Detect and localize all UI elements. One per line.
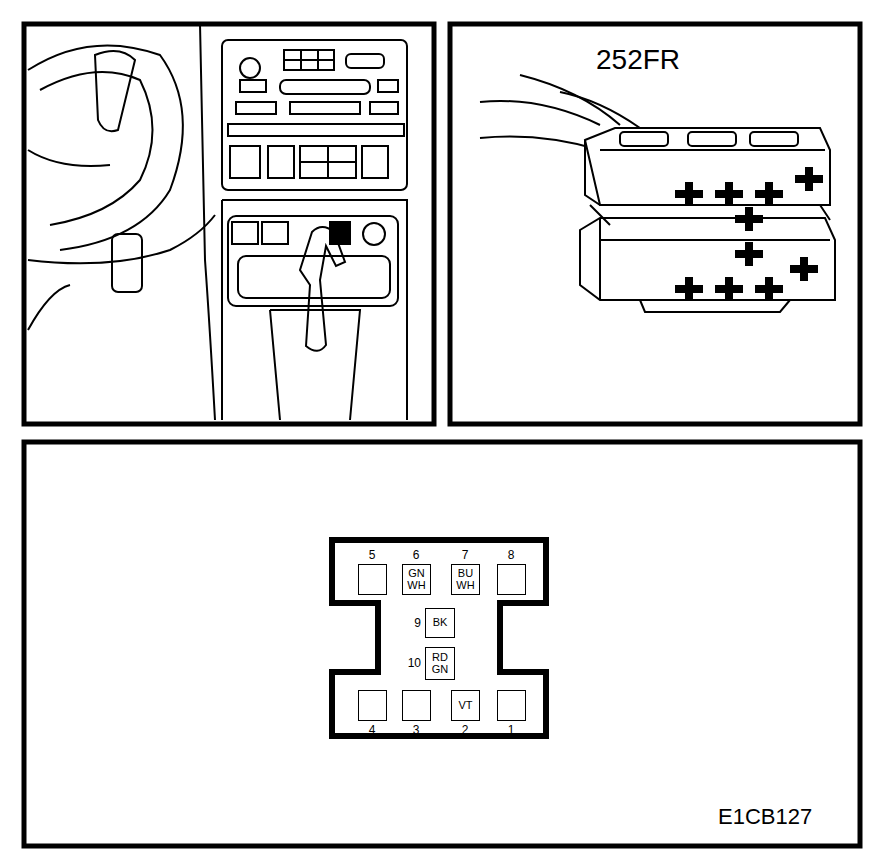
dashboard-sketch [28,24,407,420]
pin-number: 2 [462,724,469,736]
pin-cavity: 1 [497,690,526,721]
wire-color: RD GN [428,652,452,675]
pin-number: 4 [369,724,376,736]
pin-cavity: 10RD GN [425,647,455,680]
pin-cavity: 8 [497,564,526,595]
pin-cavity: 7BU WH [451,564,480,595]
pin-number: 1 [508,724,515,736]
pin-cavity: 9BK [425,608,455,638]
pin-number: 5 [369,549,376,561]
pin-number: 9 [414,617,421,629]
pin-number: 8 [508,549,515,561]
wire-color: BK [428,617,452,629]
figure-code: E1CB127 [718,806,812,828]
panel-frames [24,24,860,846]
pin-number: 3 [413,724,420,736]
pin-cavity: 2VT [451,690,480,721]
connector-id: 252FR [596,46,680,74]
connector-outline [332,540,546,736]
connector-sketch [480,75,835,312]
pin-number: 6 [413,549,420,561]
pin-cavity: 6GN WH [402,564,431,595]
wire-color: VT [454,700,477,712]
pin-cavity: 4 [358,690,387,721]
pin-number: 7 [462,549,469,561]
terminal-symbols [675,167,823,301]
pin-cavity: 5 [358,564,387,595]
wire-color: BU WH [454,568,477,591]
pin-number: 10 [408,657,421,669]
wire-color: GN WH [405,568,428,591]
pin-cavity: 3 [402,690,431,721]
